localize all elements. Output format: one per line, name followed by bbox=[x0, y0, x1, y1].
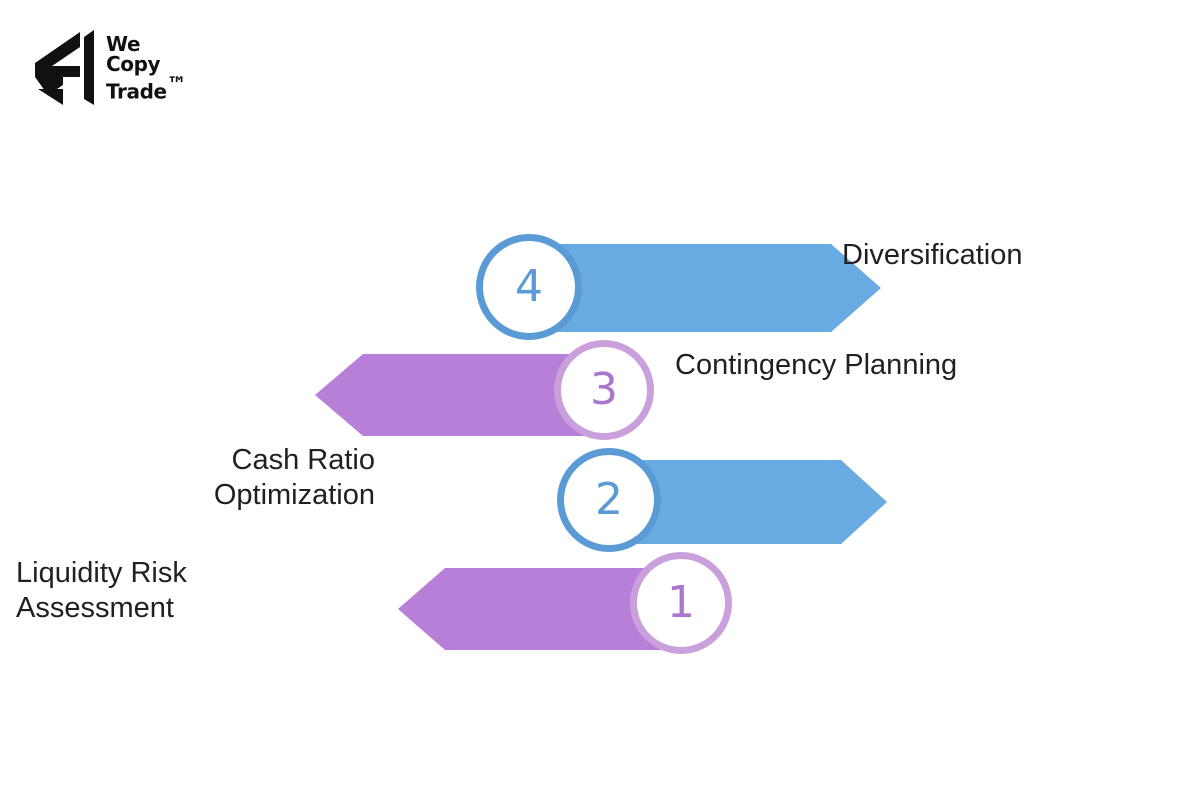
step-3-label: Contingency Planning bbox=[675, 349, 958, 381]
step-1-number: 1 bbox=[667, 577, 695, 628]
process-step-2[interactable]: 2 bbox=[553, 442, 893, 562]
arrow-right-shape-icon bbox=[526, 244, 881, 332]
chevron-arrow-logo-mark-icon bbox=[35, 30, 94, 105]
step-1-badge[interactable]: 1 bbox=[630, 552, 732, 654]
step-4-arrow bbox=[526, 244, 881, 332]
step-4-number: 4 bbox=[515, 261, 543, 312]
brand-line-1: We bbox=[106, 32, 141, 57]
process-step-3[interactable]: 3 Contingency Planning bbox=[315, 334, 995, 454]
step-4-label: Diversification bbox=[842, 239, 1023, 271]
step-3-arrow bbox=[315, 354, 605, 436]
step-3-number: 3 bbox=[590, 364, 618, 415]
process-step-1[interactable]: 1 bbox=[398, 548, 738, 668]
trademark-symbol: ™ bbox=[166, 72, 187, 97]
step-1-arrow bbox=[398, 568, 683, 650]
brand-logo: We Copy Trade™ bbox=[18, 22, 238, 112]
step-4-badge[interactable]: 4 bbox=[476, 234, 582, 340]
step-2-label: Cash Ratio Optimization bbox=[213, 444, 375, 512]
step-3-badge[interactable]: 3 bbox=[554, 340, 654, 440]
step-2-arrow bbox=[605, 460, 887, 544]
process-step-4[interactable]: 4 Diversification bbox=[470, 228, 1090, 348]
arrow-left-shape-icon bbox=[398, 568, 683, 650]
brand-line-3: Trade™ bbox=[106, 72, 187, 104]
brand-line-2: Copy bbox=[106, 52, 161, 77]
step-2-badge[interactable]: 2 bbox=[557, 448, 661, 552]
arrow-right-shape-icon bbox=[605, 460, 887, 544]
step-2-number: 2 bbox=[595, 474, 623, 525]
arrow-left-shape-icon bbox=[315, 354, 605, 436]
brand-wordmark: We Copy Trade™ bbox=[106, 32, 187, 104]
step-1-label: Liquidity Risk Assessment bbox=[16, 557, 187, 625]
brand-line-3-text: Trade bbox=[106, 79, 167, 104]
